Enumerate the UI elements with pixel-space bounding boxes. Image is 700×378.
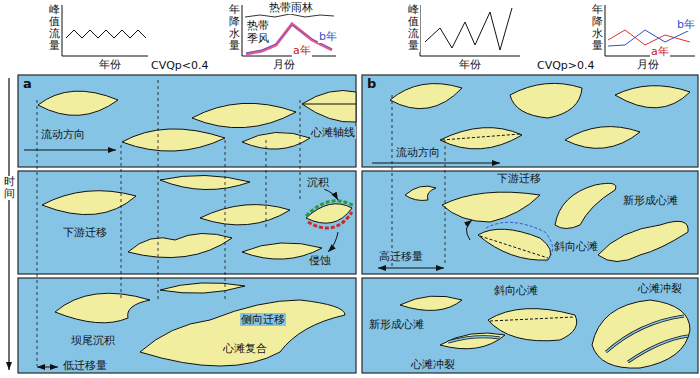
feature-label: 流动方向 — [40, 128, 86, 141]
feature-label: 沉积 — [306, 176, 330, 189]
curve-label: 热带季风 — [246, 19, 272, 45]
regime-label: CVQp>0.4 — [536, 59, 596, 72]
feature-label: 心滩冲裂 — [637, 282, 683, 295]
curve-label: 热带雨林 — [268, 1, 314, 14]
panel-letter: b — [366, 77, 377, 90]
feature-label: 流动方向 — [395, 146, 441, 159]
axis-label: 年份 — [458, 58, 482, 71]
axis-label: 月份 — [636, 58, 660, 71]
axis-label: 年降水量 — [228, 4, 241, 52]
feature-label: 侧向迁移 — [240, 313, 286, 326]
curve-label: b年 — [318, 30, 338, 43]
feature-label: 新形成心滩 — [622, 194, 679, 207]
feature-label: 斜向心滩 — [553, 240, 599, 253]
axis-label: 时间 — [3, 176, 16, 200]
feature-label: 心滩冲裂 — [410, 358, 456, 371]
feature-label: 下游迁移 — [496, 172, 542, 185]
feature-label: 坝尾沉积 — [70, 334, 116, 347]
feature-label: 高迁移量 — [378, 250, 424, 263]
feature-label: 心滩轴线 — [310, 126, 356, 139]
feature-label: 侵蚀 — [308, 254, 332, 267]
curve-label: a年 — [650, 45, 670, 58]
curve-label: b年 — [676, 18, 696, 31]
axis-label: 峰值流量 — [407, 4, 420, 52]
axis-label: 月份 — [272, 58, 296, 71]
regime-label: CVQp<0.4 — [150, 59, 210, 72]
feature-label: 心滩复合 — [222, 342, 268, 355]
curve-label: a年 — [292, 44, 312, 57]
panel-letter: a — [22, 77, 33, 90]
axis-label: 峰值流量 — [48, 4, 61, 52]
feature-label: 下游迁移 — [62, 226, 108, 239]
feature-label: 低迁移量 — [62, 359, 108, 372]
feature-label: 斜向心滩 — [493, 284, 539, 297]
axis-label: 年份 — [98, 58, 122, 71]
feature-label: 新形成心滩 — [368, 318, 425, 331]
axis-label: 年降水量 — [591, 4, 604, 52]
